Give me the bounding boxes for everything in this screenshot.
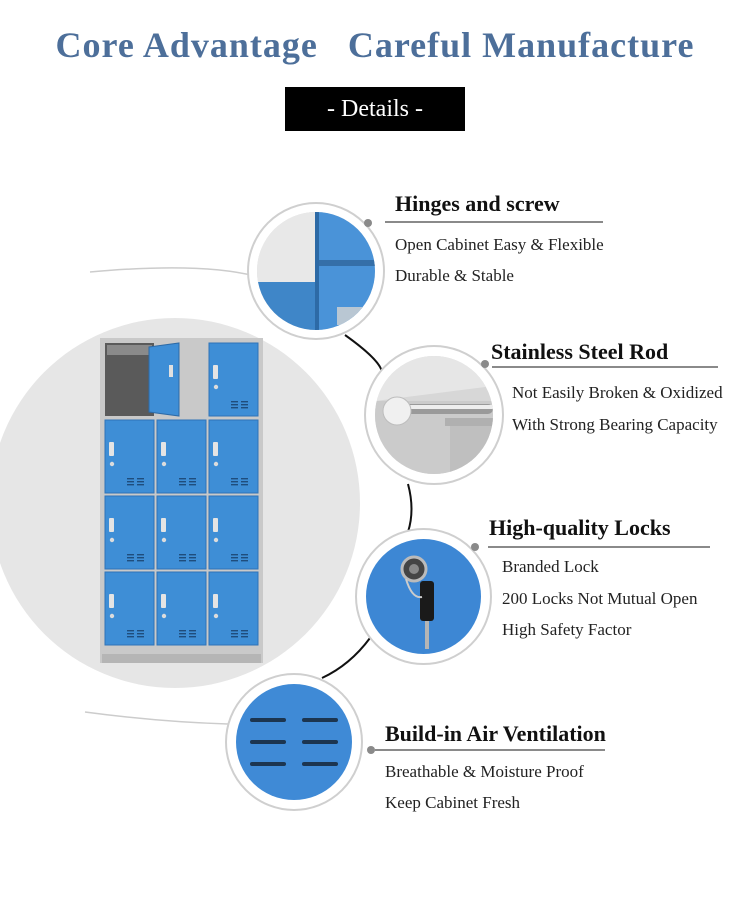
- lock-underline: [488, 546, 710, 548]
- steel-rod-heading: Stainless Steel Rod: [491, 339, 669, 364]
- steel-rod-item-1: Not Easily Broken & Oxidized: [512, 383, 723, 402]
- ventilation-feature-circle: [225, 673, 363, 811]
- hinge-item-1: Open Cabinet Easy & Flexible: [395, 235, 604, 254]
- ventilation-underline: [375, 749, 605, 751]
- hinge-bullet-dot: [364, 219, 372, 227]
- locker-door: [208, 571, 259, 646]
- locker-door: [104, 571, 155, 646]
- lock-item-3: High Safety Factor: [502, 620, 632, 639]
- ventilation-item-1: Breathable & Moisture Proof: [385, 762, 584, 781]
- open-locker-door: [148, 342, 180, 417]
- locker-cabinet-image: [100, 338, 263, 663]
- lock-item-1: Branded Lock: [502, 557, 599, 576]
- lock-bullet-dot: [471, 543, 479, 551]
- locker-door: [156, 495, 207, 570]
- locker-door: [104, 495, 155, 570]
- hinge-item-2: Durable & Stable: [395, 266, 514, 285]
- ventilation-item-2: Keep Cabinet Fresh: [385, 793, 521, 812]
- steel-rod-bullet-dot: [481, 360, 489, 368]
- steel-rod-feature-circle: [364, 345, 504, 485]
- steel-rod-closeup-image: [375, 356, 493, 474]
- lock-item-2: 200 Locks Not Mutual Open: [502, 589, 698, 608]
- hinge-heading: Hinges and screw: [395, 191, 560, 216]
- hinge-closeup-image: [257, 212, 375, 330]
- details-badge: - Details -: [285, 87, 465, 131]
- hinge-feature-circle: [247, 202, 385, 340]
- lock-and-key-closeup-image: [366, 539, 481, 654]
- locker-door: [208, 342, 259, 417]
- steel-rod-underline: [492, 366, 718, 368]
- locker-door: [104, 419, 155, 494]
- lock-heading: High-quality Locks: [489, 515, 671, 540]
- locker-door: [156, 571, 207, 646]
- ventilation-bullet-dot: [367, 746, 375, 754]
- air-vent-slots-closeup-image: [236, 684, 352, 800]
- locker-door: [208, 495, 259, 570]
- ventilation-heading: Build-in Air Ventilation: [385, 721, 606, 746]
- locker-door: [156, 419, 207, 494]
- hinge-underline: [385, 221, 603, 223]
- open-locker-compartment: [105, 343, 154, 416]
- locker-door: [208, 419, 259, 494]
- lock-feature-circle: [355, 528, 492, 665]
- page-title: Core Advantage Careful Manufacture: [55, 25, 695, 65]
- steel-rod-item-2: With Strong Bearing Capacity: [512, 415, 718, 434]
